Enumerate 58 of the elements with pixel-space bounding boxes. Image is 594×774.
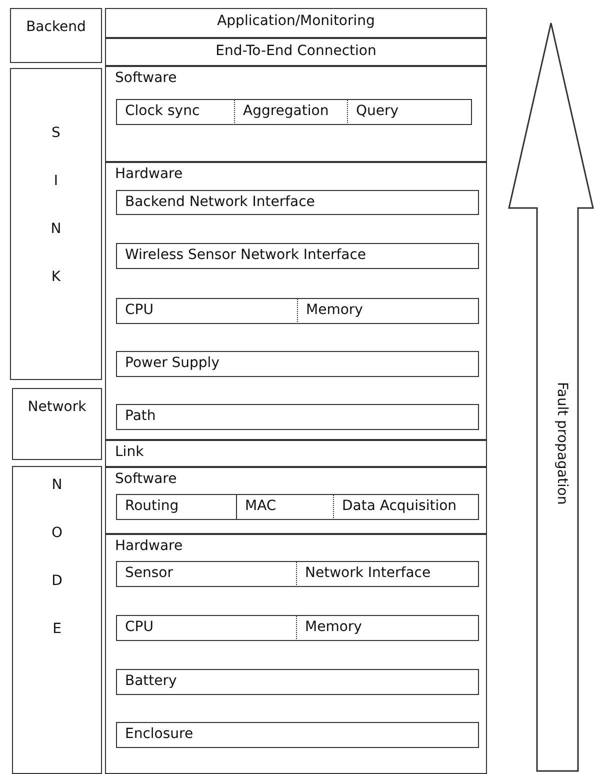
component-box [297,298,479,324]
layer-label: Software [115,471,177,487]
component-label: Sensor [125,565,173,581]
component-label: Query [356,103,399,119]
layer-label: Hardware [115,538,183,554]
component-label: Wireless Sensor Network Interface [125,247,366,263]
component-box [116,494,236,520]
layer-label: End-To-End Connection [214,43,378,59]
layer-box [105,38,487,66]
component-box [116,190,479,215]
component-label: Enclosure [125,726,194,742]
layer-box [105,440,487,467]
layer-box [10,68,102,380]
component-box [116,298,297,324]
layer-box [105,467,487,534]
layer-label: N O D E [50,476,64,639]
component-label: CPU [125,619,154,635]
component-label: Memory [305,619,362,635]
layer-label: Software [115,70,177,86]
component-label: Power Supply [125,355,220,371]
component-label: CPU [125,302,154,318]
component-box [116,99,234,125]
layer-box [105,534,487,774]
layer-box [12,388,102,460]
component-label: Aggregation [243,103,329,119]
component-box [296,561,479,587]
layer-label: Network [26,399,88,415]
component-box [296,615,479,641]
component-box [116,351,479,377]
component-box [333,494,479,520]
component-label: Data Acquisition [342,498,457,514]
layer-box [10,8,102,63]
component-box [116,669,479,695]
component-label: Clock sync [125,103,200,119]
component-box [116,615,296,641]
component-label: Routing [125,498,179,514]
component-box [116,243,479,269]
component-label: MAC [245,498,276,514]
component-label: Memory [306,302,363,318]
layer-label: Hardware [115,166,183,182]
layer-label: Link [115,444,144,460]
component-label: Network Interface [305,565,431,581]
component-label: Battery [125,673,177,689]
component-label: Path [125,408,156,424]
arrow-label: Fault propagation [554,382,570,505]
layer-box [105,162,487,440]
component-box [116,561,296,587]
component-box [347,99,472,125]
layer-label: Backend [25,19,87,35]
layer-box [105,66,487,162]
component-box [116,404,479,430]
component-box [116,722,479,748]
layer-box [12,466,102,774]
layer-label: S I N K [50,124,62,287]
component-label: Backend Network Interface [125,194,315,210]
layer-box [105,8,487,38]
component-box [236,494,333,520]
layer-label: Application/Monitoring [216,13,376,29]
